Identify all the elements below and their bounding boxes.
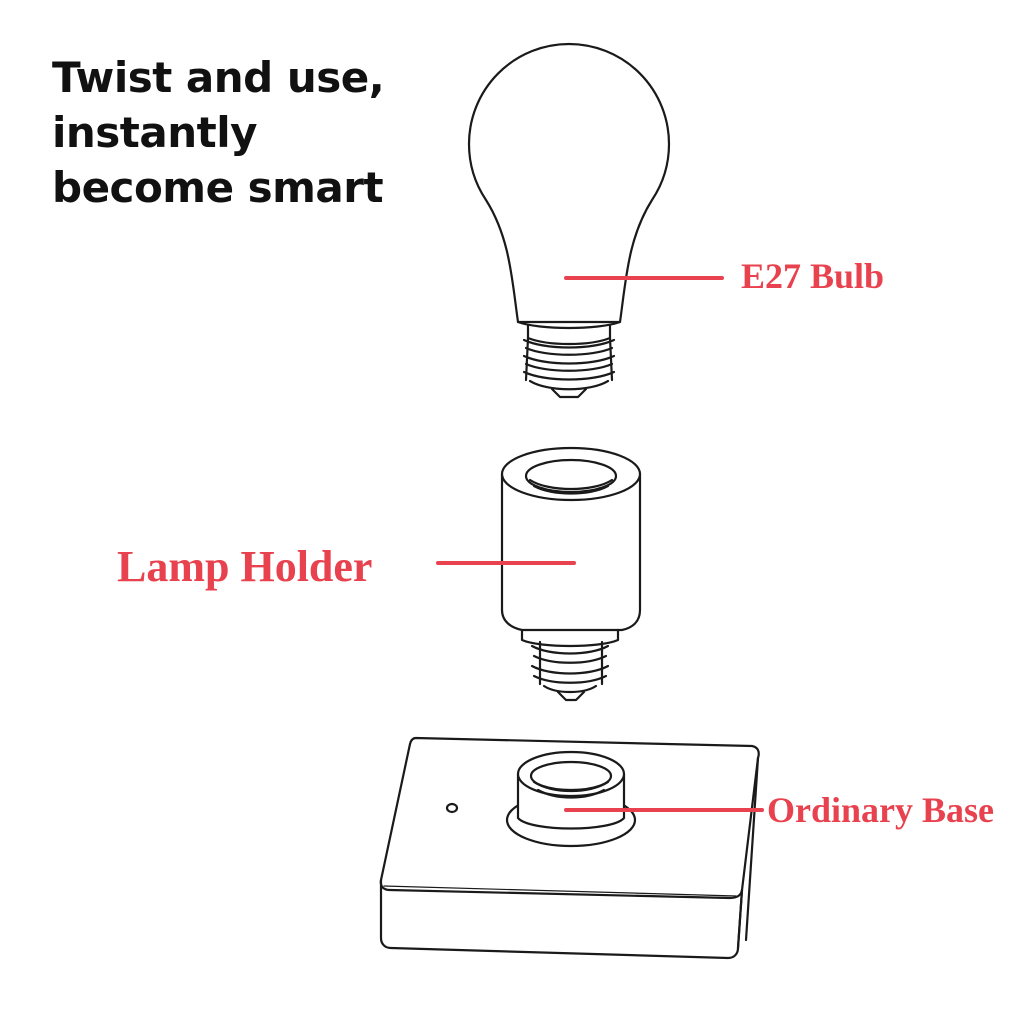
ordinary-base-illustration — [379, 736, 760, 960]
base-indicator-led — [445, 802, 459, 814]
bulb-glass — [467, 42, 671, 324]
base-socket-opening — [516, 750, 626, 798]
callout-leaders — [436, 276, 764, 812]
base-front-edge-highlight — [383, 885, 737, 897]
headline-line-3: become smart — [52, 163, 384, 212]
headline-line-2: instantly — [52, 108, 257, 157]
bulb-neck — [516, 320, 622, 330]
headline: Twist and use, instantly become smart — [52, 50, 385, 215]
callout-lamp-holder: Lamp Holder — [117, 542, 373, 591]
holder-body — [500, 472, 642, 632]
holder-socket-opening — [524, 458, 618, 494]
e27-bulb-illustration — [467, 42, 671, 399]
base-side-face — [736, 756, 760, 950]
bulb-screw-threads — [522, 336, 616, 382]
holder-screw-threads — [530, 640, 610, 686]
holder-lower-collar — [520, 628, 620, 648]
holder-contact-tip — [542, 684, 598, 702]
callout-ordinary-base: Ordinary Base — [767, 790, 995, 830]
lamp-holder-illustration — [500, 446, 642, 702]
headline-line-1: Twist and use, — [52, 53, 385, 102]
callout-e27-bulb: E27 Bulb — [741, 256, 885, 296]
bulb-collar — [526, 324, 612, 346]
base-front-face — [379, 878, 744, 960]
bulb-contact-tip — [528, 379, 610, 399]
